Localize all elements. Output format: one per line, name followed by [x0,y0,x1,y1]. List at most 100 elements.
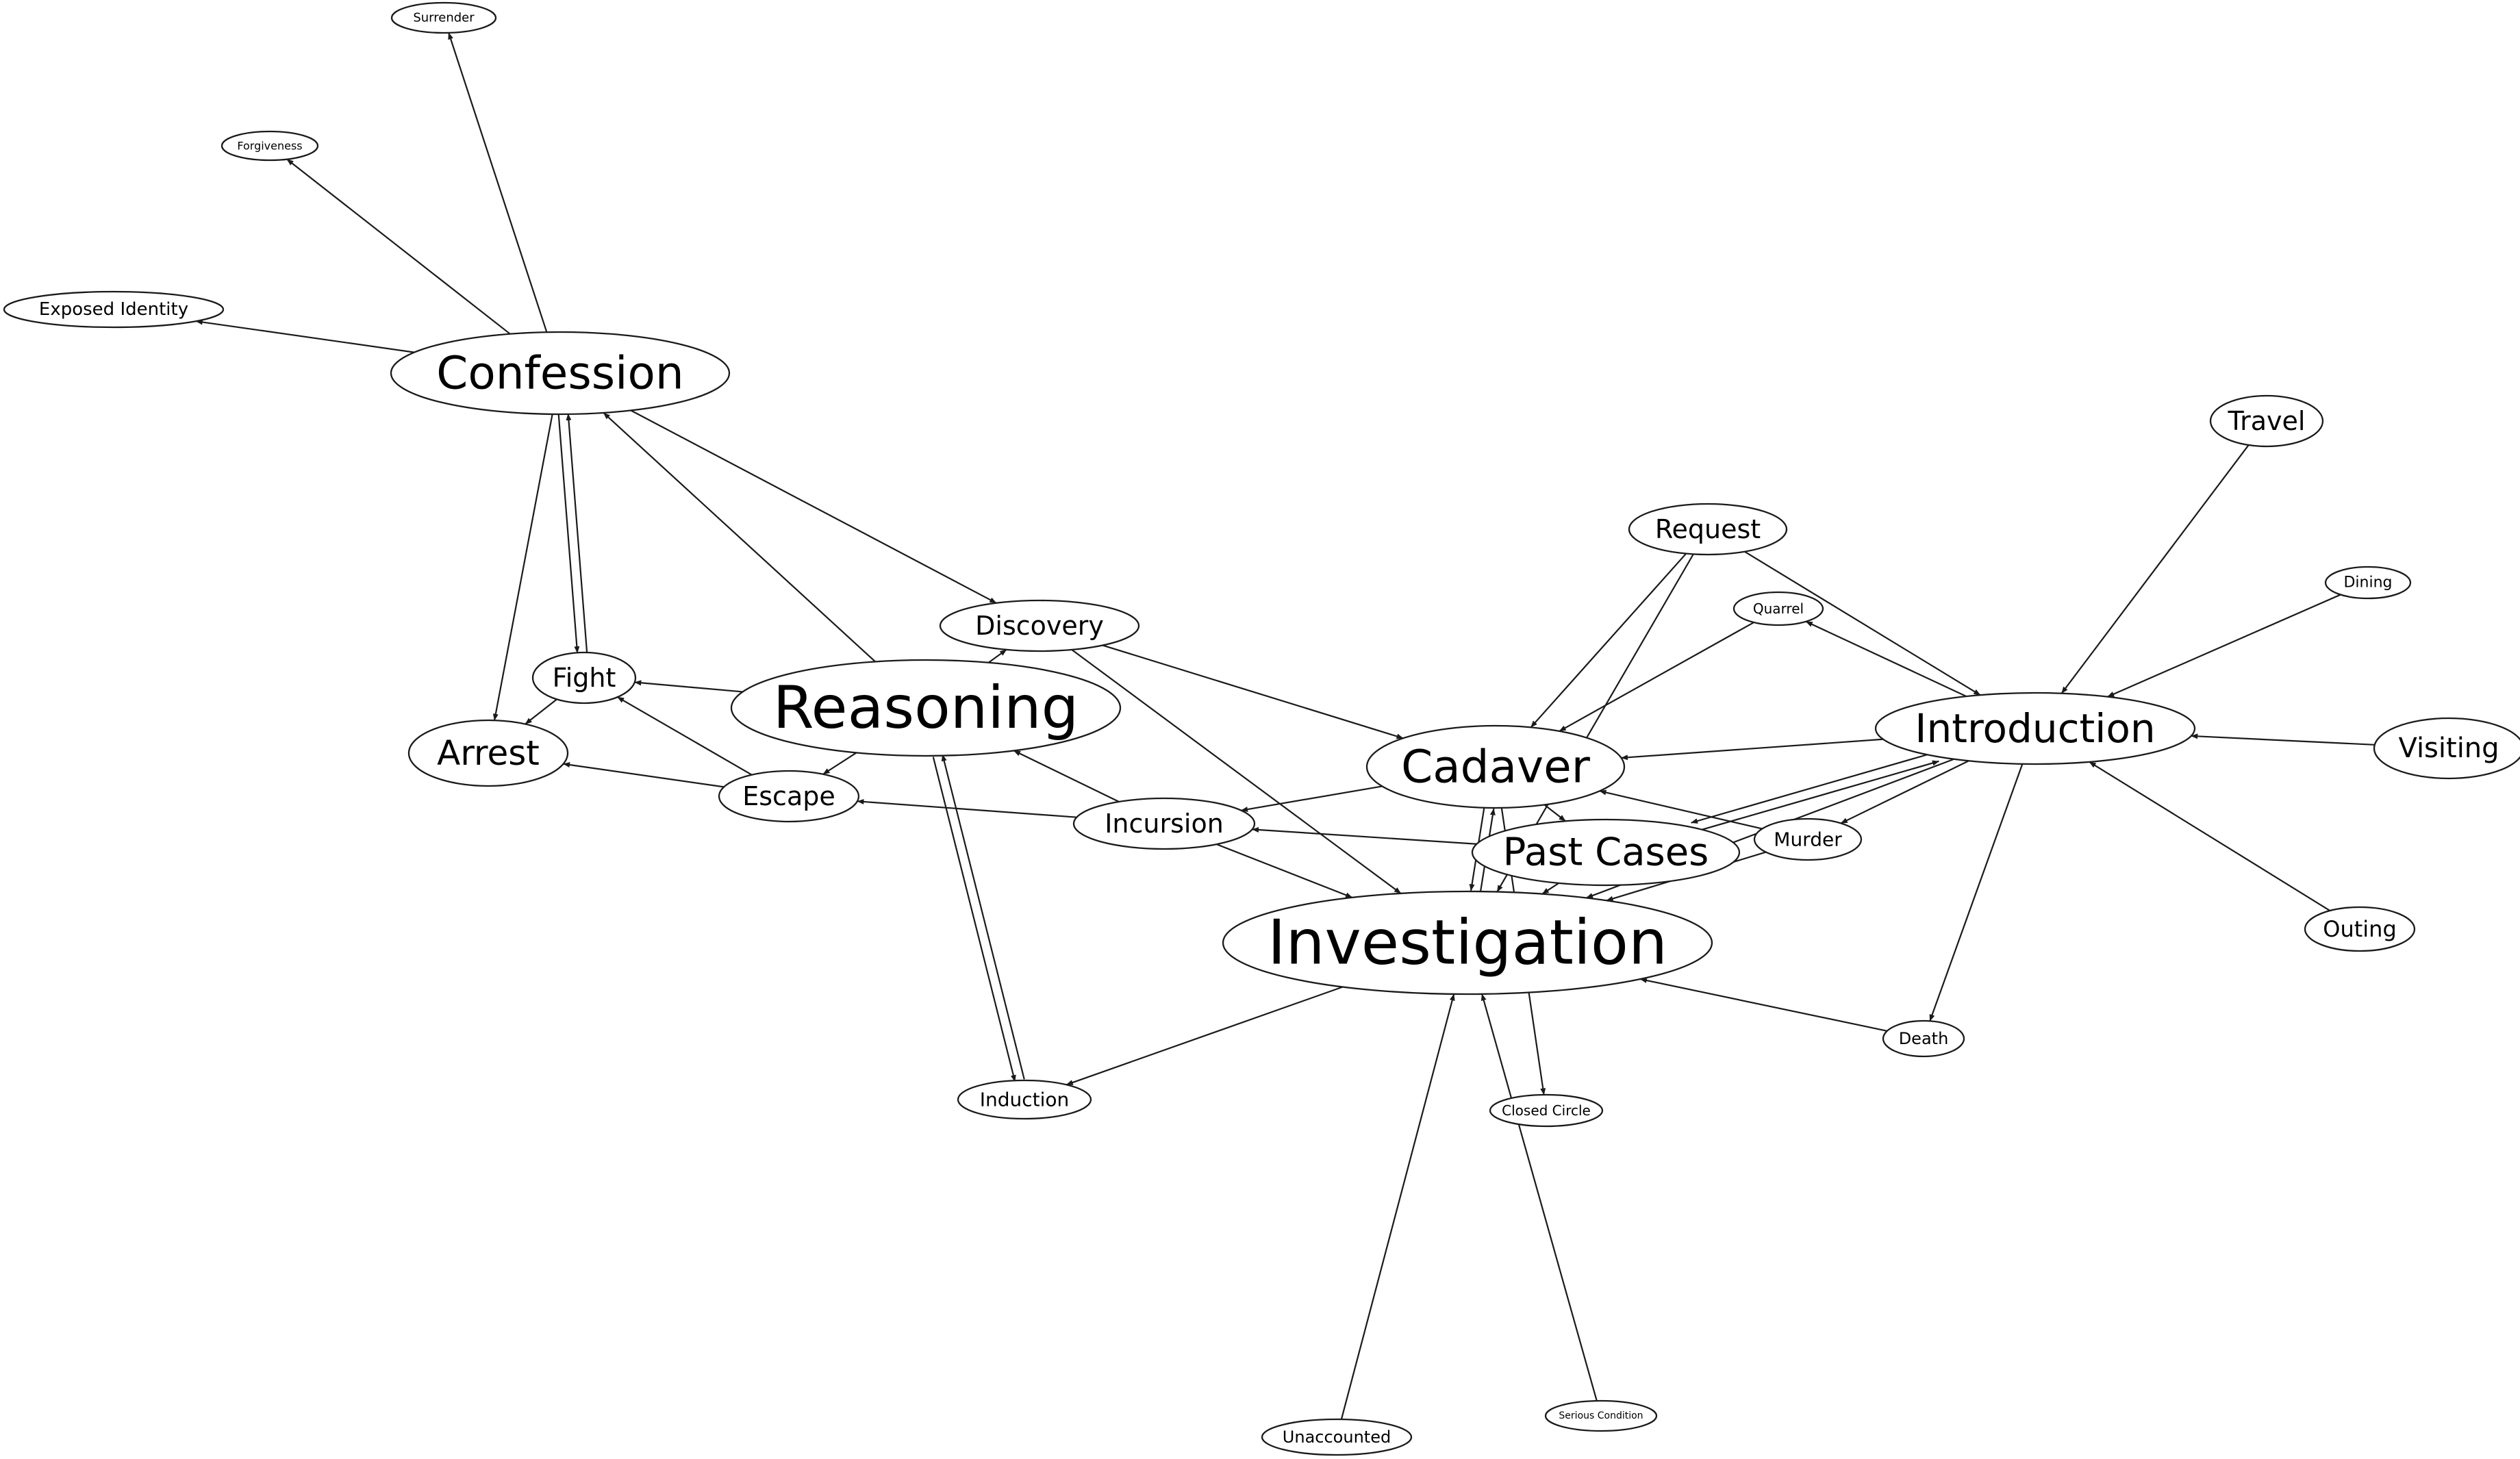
edge-travel-to-introduction [2061,444,2250,694]
node-ellipse [718,770,860,823]
edge-murder-to-cadaver [1599,789,1763,830]
edge-cadaver-to-incursion [1241,785,1383,813]
node-ellipse [939,599,1140,652]
node-confession: Confession [390,331,731,416]
node-arrest: Arrest [407,719,569,787]
node-ellipse [390,1,497,34]
node-incursion: Incursion [1072,797,1256,850]
node-label: Forgiveness [237,140,302,153]
node-label: Introduction [1915,705,2155,752]
edge-introduction-to-death [1929,763,2024,1022]
node-label: Past Cases [1503,830,1709,875]
edge-introduction-to-murder [1840,760,1969,824]
node-discovery: Discovery [939,599,1140,652]
node-ellipse [1222,890,1713,995]
node-quarrel: Quarrel [1732,591,1824,626]
node-ellipse [1882,1019,1965,1058]
node-label: Unaccounted [1283,1428,1391,1447]
edge-reasoning-to-escape [822,752,857,775]
edge-serious-condition-to-investigation [1480,993,1598,1401]
node-surrender: Surrender [390,1,497,34]
edge-escape-to-fight [617,696,753,776]
edge-confession-to-surrender [448,32,548,333]
node-ellipse [1628,503,1788,556]
edge-fight-to-arrest [525,698,557,725]
node-ellipse [1544,1399,1658,1432]
node-reasoning: Reasoning [730,659,1122,757]
node-serious-condition: Serious Condition [1544,1399,1658,1432]
node-death: Death [1882,1019,1965,1058]
node-induction: Induction [957,1079,1092,1120]
node-dining: Dining [2324,566,2412,600]
node-closed-circle: Closed Circle [1489,1093,1604,1128]
edge-reasoning-to-confession [603,412,876,663]
node-request: Request [1628,503,1788,556]
node-visiting: Visiting [2373,717,2520,780]
node-label: Visiting [2398,733,2499,764]
edge-introduction-to-cadaver [1621,738,1884,761]
edge-introduction-to-quarrel [1805,620,1967,698]
node-ellipse [390,331,731,416]
edge-confession-to-forgiveness [286,158,511,335]
edge-confession-to-exposed-identity [195,319,415,353]
node-label: Serious Condition [1559,1410,1643,1421]
node-ellipse [531,651,637,705]
node-label: Investigation [1268,907,1667,979]
edge-discovery-to-cadaver [1102,644,1404,739]
node-ellipse [2304,906,2416,952]
node-introduction: Introduction [1874,692,2196,765]
edge-request-to-introduction [1744,550,1981,696]
node-label: Reasoning [773,674,1079,742]
node-ellipse [1072,797,1256,850]
node-ellipse [957,1079,1092,1120]
edge-reasoning-to-fight [634,680,743,693]
edge-reasoning-to-discovery [988,648,1007,663]
edge-visiting-to-introduction [2191,733,2375,746]
edge-incursion-to-investigation [1216,843,1353,898]
edge-outing-to-introduction [2089,761,2331,912]
node-ellipse [1471,818,1741,887]
edge-confession-to-fight [557,414,580,654]
edge-past-cases-to-introduction [1693,760,1939,833]
node-ellipse [2373,717,2520,780]
node-exposed-identity: Exposed Identity [3,290,225,329]
node-label: Arrest [437,733,540,773]
node-ellipse [3,290,225,329]
edge-investigation-to-induction [1066,986,1344,1086]
node-fight: Fight [531,651,637,705]
edge-confession-to-arrest [492,414,553,721]
edge-incursion-to-escape [857,799,1077,818]
edge-discovery-to-investigation [1071,649,1402,894]
node-ellipse [2209,394,2324,448]
node-ellipse [730,659,1122,757]
node-label: Travel [2228,406,2306,436]
node-ellipse [1732,591,1824,626]
node-ellipse [407,719,569,787]
node-ellipse [220,130,319,162]
node-travel: Travel [2209,394,2324,448]
edge-unaccounted-to-investigation [1340,993,1455,1420]
edge-cadaver-to-past-cases [1544,804,1566,822]
node-label: Death [1899,1029,1949,1048]
node-outing: Outing [2304,906,2416,952]
node-ellipse [1365,724,1626,809]
node-label: Induction [980,1089,1070,1111]
node-past-cases: Past Cases [1471,818,1741,887]
node-ellipse [1874,692,2196,765]
node-label: Dining [2343,574,2392,592]
node-ellipse [1489,1093,1604,1128]
node-unaccounted: Unaccounted [1261,1418,1413,1456]
node-ellipse [2324,566,2412,600]
edge-past-cases-to-incursion [1252,826,1477,845]
node-ellipse [1753,817,1863,861]
node-label: Escape [742,781,835,811]
edge-past-cases-to-investigation [1541,882,1559,895]
edge-reasoning-to-induction [932,757,1016,1082]
edge-escape-to-arrest [563,762,724,788]
node-label: Exposed Identity [39,299,188,320]
node-cadaver: Cadaver [1365,724,1626,809]
node-investigation: Investigation [1222,890,1713,995]
node-label: Murder [1774,828,1842,851]
node-label: Discovery [975,611,1104,641]
